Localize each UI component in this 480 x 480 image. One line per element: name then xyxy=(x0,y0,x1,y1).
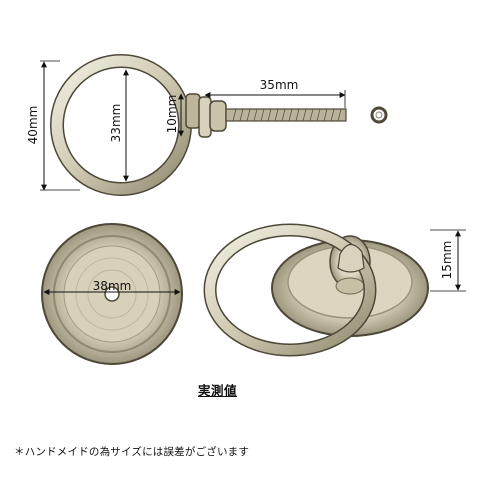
base-plate-front-view xyxy=(41,223,183,365)
dimension-label-40mm: 40mm xyxy=(26,106,40,145)
caption-measured-values: 実測値 xyxy=(198,383,238,398)
bolt-thread xyxy=(232,108,342,122)
dimension-label-35mm: 35mm xyxy=(260,78,299,92)
dimension-bolt: 35mm xyxy=(204,78,346,108)
dimension-ring-outer: 40mm xyxy=(26,60,80,191)
handmade-size-note: ＊ハンドメイドの為サイズには誤差がございます xyxy=(14,446,250,458)
dimension-label-15mm: 15mm xyxy=(440,241,454,280)
dimension-label-10mm: 10mm xyxy=(165,95,179,134)
dimension-ring-inner: 33mm xyxy=(109,69,129,182)
assembled-ring-pull-view xyxy=(203,223,429,357)
ring-pull-side-view xyxy=(50,54,347,196)
dimension-base: 38mm xyxy=(43,279,181,295)
dimension-label-33mm: 33mm xyxy=(109,104,123,143)
dimension-label-38mm: 38mm xyxy=(93,279,132,293)
dimension-collar: 10mm xyxy=(165,93,184,137)
nut-icon xyxy=(370,106,388,124)
dimension-assembled-height: 15mm xyxy=(430,229,466,292)
